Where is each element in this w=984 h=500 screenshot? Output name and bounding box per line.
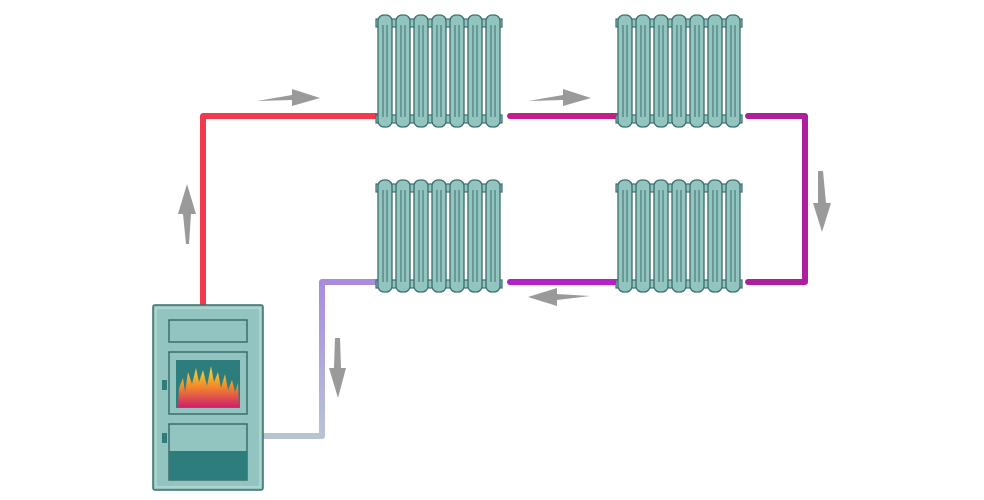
flow-arrow-icon	[528, 288, 590, 306]
radiators	[375, 14, 743, 293]
radiator-fin	[707, 179, 723, 293]
flow-arrows	[178, 89, 831, 398]
flow-arrow-icon	[257, 89, 320, 106]
door-hinge	[162, 380, 167, 390]
radiator-fin	[395, 179, 411, 293]
radiator-fin	[689, 14, 705, 128]
ash-pan	[169, 451, 247, 480]
radiator-fin	[653, 14, 669, 128]
radiator-fin	[671, 179, 687, 293]
radiator-fin	[725, 14, 741, 128]
radiator-fin	[671, 14, 687, 128]
radiator-fin	[467, 179, 483, 293]
radiator-fin	[413, 179, 429, 293]
flow-arrow-icon	[528, 89, 591, 106]
flow-arrow-icon	[178, 184, 196, 244]
radiator-bottom-left	[375, 179, 503, 293]
radiator-fin	[485, 14, 501, 128]
supply-riser-pipe	[200, 113, 383, 309]
flame-icon	[178, 366, 239, 407]
radiator-fin	[485, 179, 501, 293]
radiator-fin	[431, 179, 447, 293]
flow-arrow-icon	[329, 338, 346, 398]
supply-pipe-right-drop	[745, 113, 808, 285]
door-hinge	[162, 433, 167, 443]
radiator-fin	[413, 14, 429, 128]
radiator-fin	[617, 14, 633, 128]
radiator-fin	[689, 179, 705, 293]
radiator-top-right	[615, 14, 743, 128]
radiator-fin	[449, 179, 465, 293]
boiler-top-panel	[168, 319, 248, 343]
radiator-fin	[377, 14, 393, 128]
radiator-fin	[635, 14, 651, 128]
radiator-fin	[377, 179, 393, 293]
radiator-fin	[635, 179, 651, 293]
boiler	[152, 304, 264, 491]
radiator-fin	[449, 14, 465, 128]
radiator-fin	[653, 179, 669, 293]
radiator-fin	[431, 14, 447, 128]
radiator-fin	[617, 179, 633, 293]
flow-arrow-icon	[813, 171, 831, 232]
radiator-top-left	[375, 14, 503, 128]
radiator-bottom-right	[615, 179, 743, 293]
radiator-fin	[395, 14, 411, 128]
radiator-fin	[725, 179, 741, 293]
radiator-fin	[467, 14, 483, 128]
radiator-fin	[707, 14, 723, 128]
